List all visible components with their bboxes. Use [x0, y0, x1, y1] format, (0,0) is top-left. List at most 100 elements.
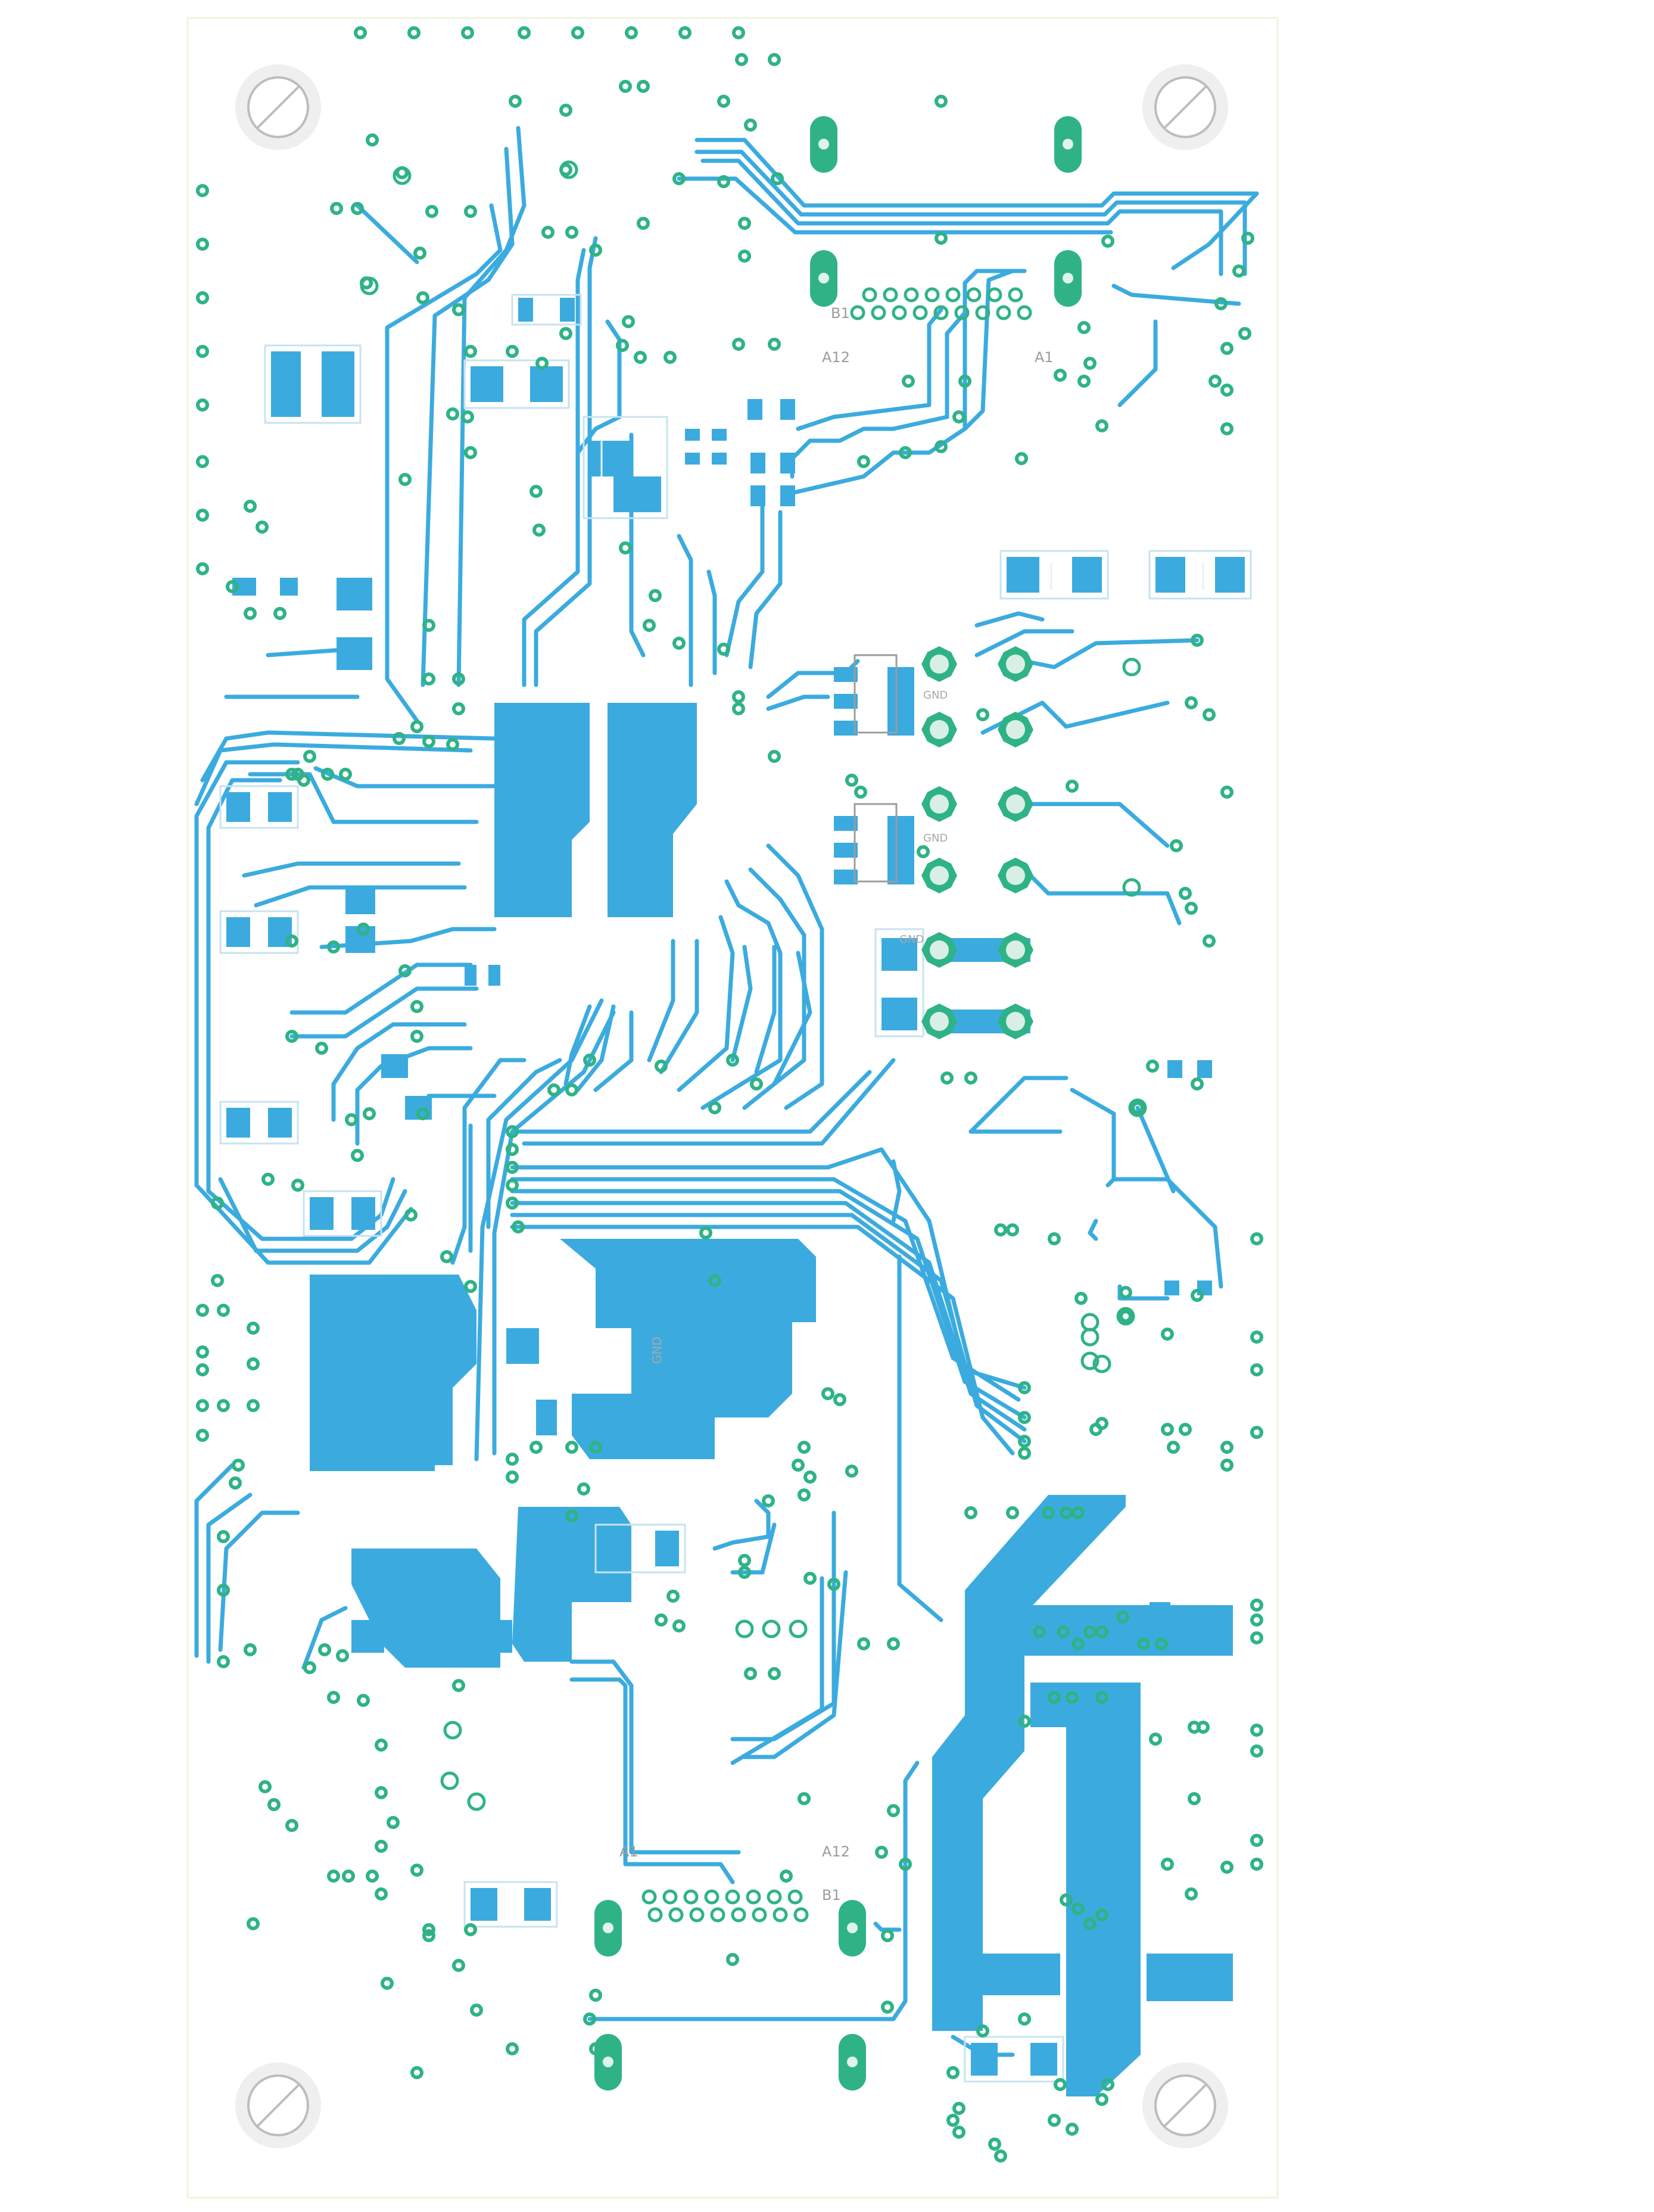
via-icon	[1149, 1733, 1162, 1746]
via-icon	[1092, 1354, 1111, 1373]
via-icon	[625, 26, 638, 39]
via-icon	[244, 1643, 257, 1656]
via-icon	[1191, 634, 1204, 647]
via-icon	[787, 1889, 803, 1905]
via-icon	[881, 1929, 894, 1942]
via-icon	[422, 619, 435, 632]
via-icon	[1214, 297, 1228, 310]
via-icon	[461, 26, 474, 39]
via-icon	[1161, 1328, 1174, 1341]
via-icon	[857, 1637, 870, 1650]
via-icon	[708, 1101, 721, 1114]
via-icon	[327, 1870, 340, 1883]
via-icon	[1018, 1381, 1031, 1394]
via-icon	[1250, 1426, 1263, 1439]
via-icon	[211, 1197, 224, 1210]
pour-mcu-right	[608, 703, 697, 917]
via-icon	[196, 184, 209, 197]
smd-components	[219, 294, 1252, 2083]
via-icon	[1250, 1232, 1263, 1245]
via-icon	[634, 351, 647, 364]
via-icon	[446, 738, 459, 751]
via-icon	[655, 1613, 668, 1627]
via-icon	[845, 774, 858, 787]
via-icon	[357, 1694, 370, 1707]
via-icon	[509, 95, 522, 108]
via-icon	[393, 732, 406, 745]
via-icon	[933, 305, 949, 320]
via-icon	[1185, 1887, 1198, 1901]
via-icon	[351, 202, 364, 215]
via-icon	[845, 1465, 858, 1478]
via-icon	[1060, 1893, 1073, 1906]
via-icon	[732, 26, 745, 39]
via-icon	[762, 1619, 781, 1638]
via-icon	[1095, 2093, 1108, 2106]
via-icon	[744, 1667, 757, 1680]
via-icon	[565, 226, 578, 239]
via-icon	[211, 1274, 224, 1287]
via-icon	[780, 1870, 793, 1883]
via-icon	[871, 305, 886, 320]
via-icon	[273, 607, 286, 620]
via-icon	[744, 119, 757, 132]
via-icon	[672, 172, 686, 185]
via-icon	[589, 1989, 602, 2002]
via-icon	[422, 735, 435, 748]
via-icon	[946, 2066, 960, 2079]
via-icon	[954, 305, 970, 320]
pour-center-block	[560, 1239, 816, 1417]
via-icon	[683, 1889, 699, 1905]
via-icon	[1071, 1902, 1085, 1915]
via-icon	[1250, 1331, 1263, 1344]
via-icon	[616, 339, 629, 352]
via-icon	[726, 1054, 739, 1067]
via-icon	[1074, 1292, 1088, 1305]
via-icon	[1122, 878, 1141, 897]
via-icon	[452, 303, 465, 316]
connector-bottom-a12-label: A12	[822, 1843, 850, 1860]
via-icon	[256, 521, 269, 534]
via-icon	[196, 1429, 209, 1442]
via-icon	[565, 1509, 578, 1522]
via-icon	[1066, 1691, 1079, 1704]
via-icon	[1080, 1313, 1099, 1332]
via-icon	[196, 238, 209, 251]
via-icon	[912, 305, 928, 320]
via-icon	[672, 637, 686, 650]
via-icon	[416, 291, 429, 304]
via-icon	[1220, 1861, 1234, 1874]
via-icon	[1238, 327, 1251, 340]
via-icon	[883, 287, 898, 303]
via-icon	[902, 375, 915, 388]
via-icon	[887, 1637, 900, 1650]
via-icon	[917, 845, 930, 858]
via-icon	[798, 1441, 811, 1454]
via-icon	[258, 1780, 272, 1793]
via-icon	[464, 1280, 477, 1293]
via-icon	[789, 1619, 808, 1638]
via-icon	[506, 1179, 519, 1192]
via-icon	[1095, 1691, 1108, 1704]
pour-center-lower	[572, 1394, 715, 1459]
via-icon	[285, 934, 298, 948]
via-icon	[732, 690, 745, 703]
via-icon	[565, 1441, 578, 1454]
via-icon	[583, 1054, 596, 1067]
via-icon	[506, 345, 519, 358]
via-icon	[738, 1554, 751, 1567]
via-icon	[357, 923, 370, 936]
via-icon	[506, 1470, 519, 1484]
via-icon	[532, 524, 546, 537]
board-outline	[186, 17, 1279, 2199]
pour-left-power	[310, 1275, 435, 1471]
via-icon	[1241, 232, 1254, 245]
via-icon	[768, 53, 781, 66]
connector-bottom-a1-label: A1	[619, 1843, 638, 1860]
via-icon	[461, 410, 474, 423]
via-icon	[387, 1816, 400, 1829]
via-icon	[664, 351, 677, 364]
via-icon	[976, 2024, 989, 2037]
via-icon	[247, 1357, 260, 1370]
via-icon	[410, 1864, 423, 1877]
